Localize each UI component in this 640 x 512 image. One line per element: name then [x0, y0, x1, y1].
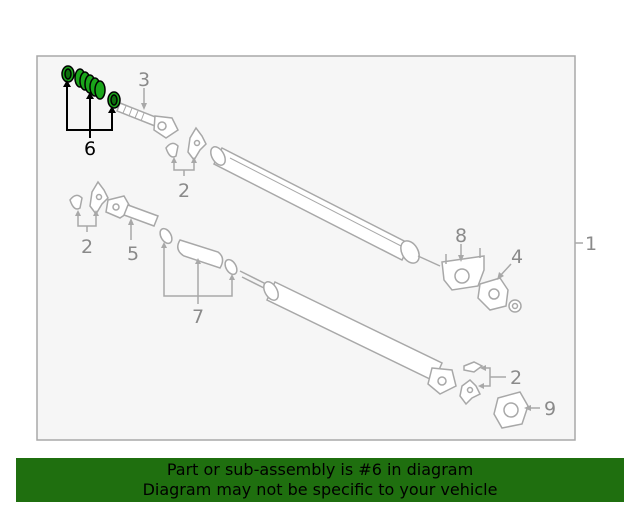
- part-5-slip-yoke: [105, 195, 159, 227]
- bracket-6: [66, 84, 113, 138]
- bracket-7: [163, 246, 233, 304]
- bracket-2-lower-arrowheads: [478, 365, 486, 389]
- part-9-flange-yoke: [493, 391, 529, 429]
- callout-2-upper: 2: [178, 180, 190, 202]
- callout-5: 5: [127, 243, 139, 265]
- lower-propeller-shaft: [239, 270, 457, 395]
- part-2-u-joint-left: [69, 180, 109, 216]
- part-8-center-bearing: [441, 248, 485, 291]
- bracket-2-left: [77, 213, 97, 232]
- part-6-bellows: [74, 68, 106, 100]
- parts-diagram: 1 3 6 2 2 5 7 8 4 2 9: [36, 55, 597, 441]
- callout-2-left: 2: [81, 236, 93, 258]
- bracket-2-left-arrowheads: [75, 210, 99, 216]
- banner-line-part: Part or sub-assembly is #6 in diagram: [166, 460, 474, 479]
- callout-1: 1: [585, 233, 597, 255]
- callout-2-lower: 2: [510, 367, 522, 389]
- part-3-yoke: [116, 102, 179, 139]
- bracket-6-arrowheads: [63, 80, 116, 113]
- part-7-center-boot: [159, 227, 238, 276]
- leader-arrowheads: [128, 103, 531, 411]
- info-banner: Part or sub-assembly is #6 in diagram Di…: [16, 458, 624, 502]
- diagram-panel: [36, 55, 576, 441]
- callout-7: 7: [192, 306, 204, 328]
- callout-3: 3: [138, 69, 150, 91]
- callout-9: 9: [544, 398, 556, 420]
- callout-8: 8: [455, 225, 467, 247]
- callout-4: 4: [511, 246, 523, 268]
- banner-line-disclaimer: Diagram may not be specific to your vehi…: [142, 480, 498, 499]
- part-2-u-joint-upper: [165, 126, 207, 162]
- part-6-boot-kit: [61, 65, 121, 109]
- bracket-2-upper: [173, 160, 195, 176]
- bracket-2-upper-arrowheads: [171, 157, 197, 163]
- part-2-u-joint-lower: [459, 361, 484, 406]
- bracket-2-lower: [482, 367, 506, 387]
- bracket-7-arrowheads: [161, 242, 235, 280]
- upper-propeller-shaft: [210, 146, 441, 267]
- callout-6: 6: [84, 138, 96, 160]
